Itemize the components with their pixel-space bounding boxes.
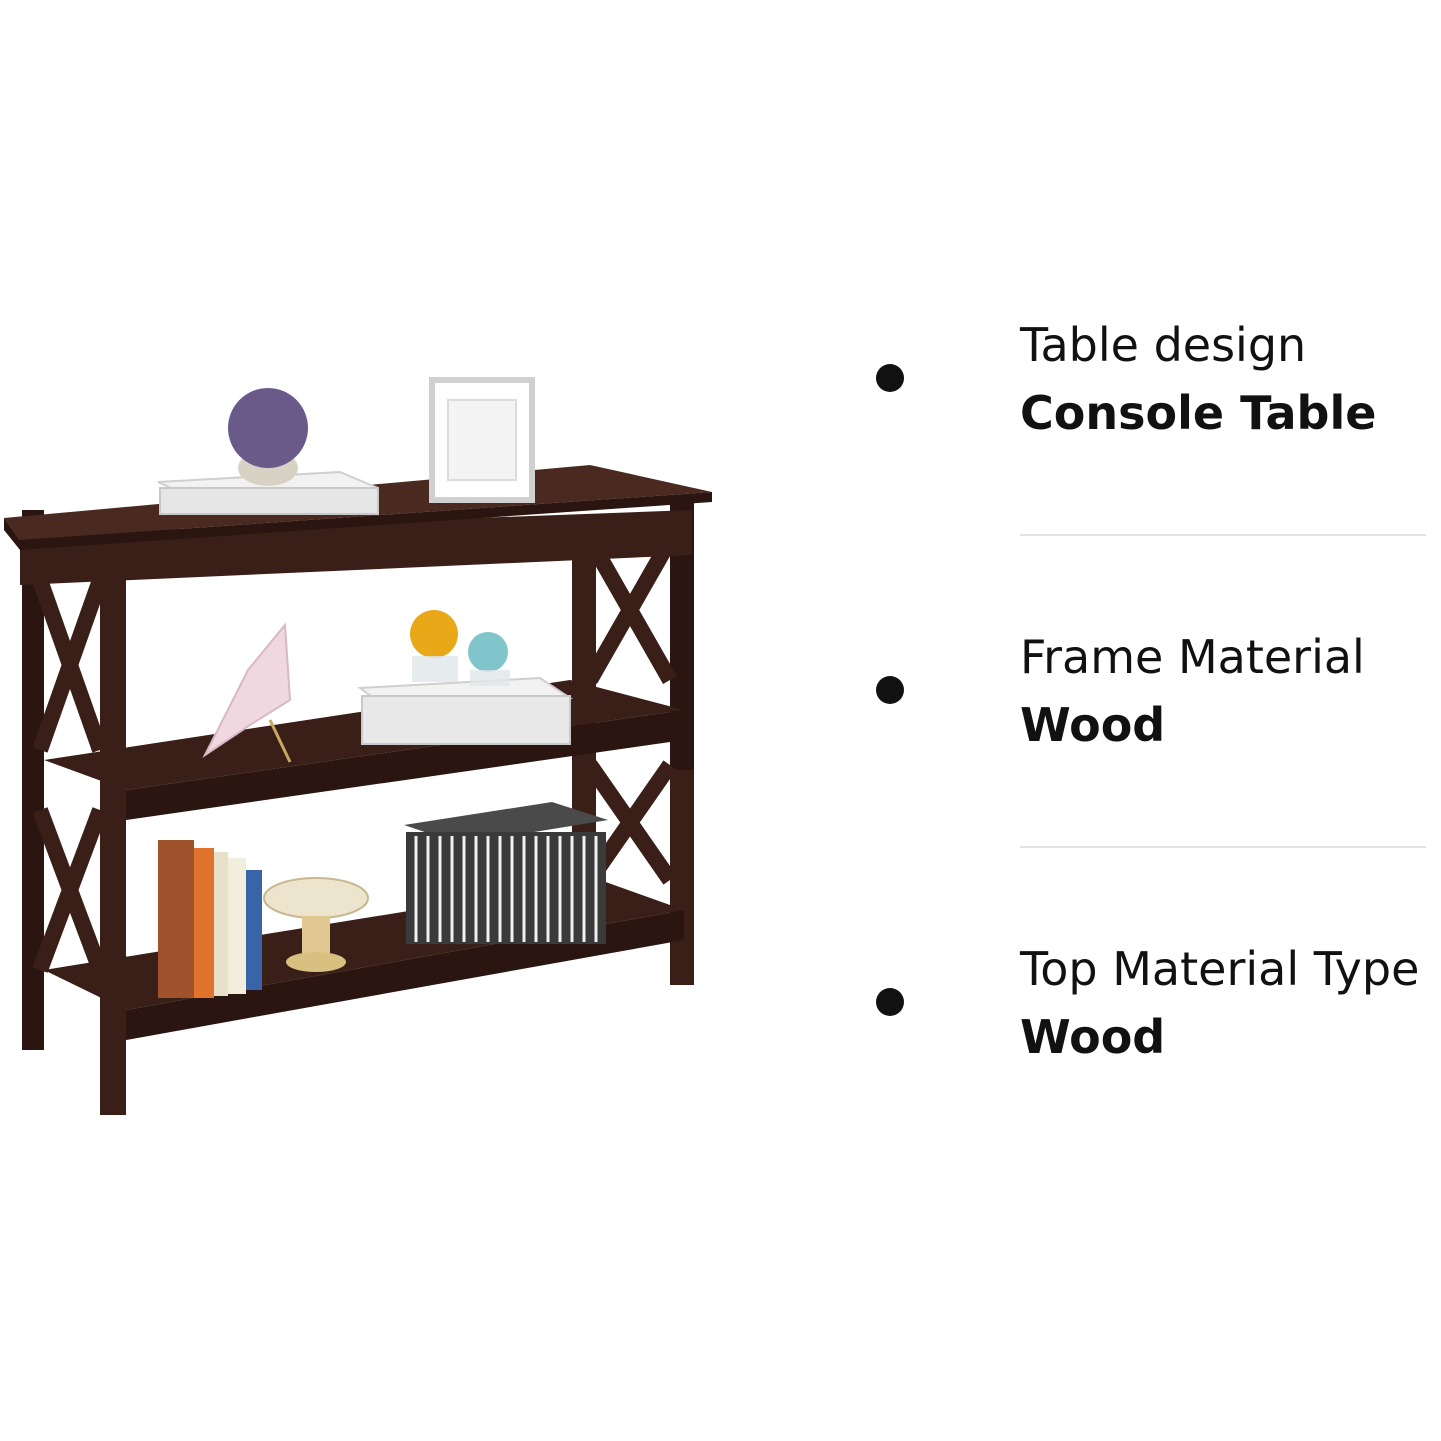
left-x-brace <box>32 577 108 973</box>
back-left-leg <box>22 510 44 1050</box>
picture-frame-inner <box>447 399 517 481</box>
spec-label: Top Material Type <box>1020 942 1420 996</box>
front-left-leg <box>100 540 126 1115</box>
amber-orb <box>410 610 458 658</box>
top-books-side <box>159 487 379 515</box>
bottom-book-2 <box>194 848 214 998</box>
bottom-book-5 <box>246 870 262 990</box>
glass-dish-stem <box>302 916 330 956</box>
glass-dish-base <box>286 952 346 972</box>
console-table-image <box>4 377 712 1115</box>
striped-box-stripes <box>414 836 598 942</box>
spec-row-top-material-type: Top Material Type Wood <box>860 946 1430 1126</box>
bird-legs <box>268 719 292 763</box>
striped-box <box>406 832 606 944</box>
spec-value: Wood <box>1020 698 1166 752</box>
bottom-book-4 <box>228 858 246 994</box>
bottom-book-3 <box>214 852 228 996</box>
spec-row-frame-material: Frame Material Wood <box>860 634 1430 814</box>
bullet-dot-icon <box>876 364 904 392</box>
specs-list: Table design Console Table Frame Materia… <box>860 300 1430 1080</box>
spec-value: Console Table <box>1020 386 1377 440</box>
bullet-dot-icon <box>876 988 904 1016</box>
plant-foliage <box>228 388 308 468</box>
bird-figurine <box>202 622 292 758</box>
middle-books-side <box>361 695 571 745</box>
spec-label: Table design <box>1020 318 1307 372</box>
bottom-book-1 <box>158 840 194 998</box>
table-top-edge <box>4 492 712 550</box>
divider <box>1020 534 1426 536</box>
right-rear-leg-lower <box>670 770 694 985</box>
bullet-dot-icon <box>876 676 904 704</box>
spec-label: Frame Material <box>1020 630 1365 684</box>
amber-orb-stand <box>412 656 458 682</box>
teal-orb <box>468 632 508 672</box>
teal-orb-stand <box>470 670 510 686</box>
glass-dish <box>263 877 369 919</box>
spec-value: Wood <box>1020 1010 1166 1064</box>
divider <box>1020 846 1426 848</box>
spec-row-table-design: Table design Console Table <box>860 322 1430 502</box>
